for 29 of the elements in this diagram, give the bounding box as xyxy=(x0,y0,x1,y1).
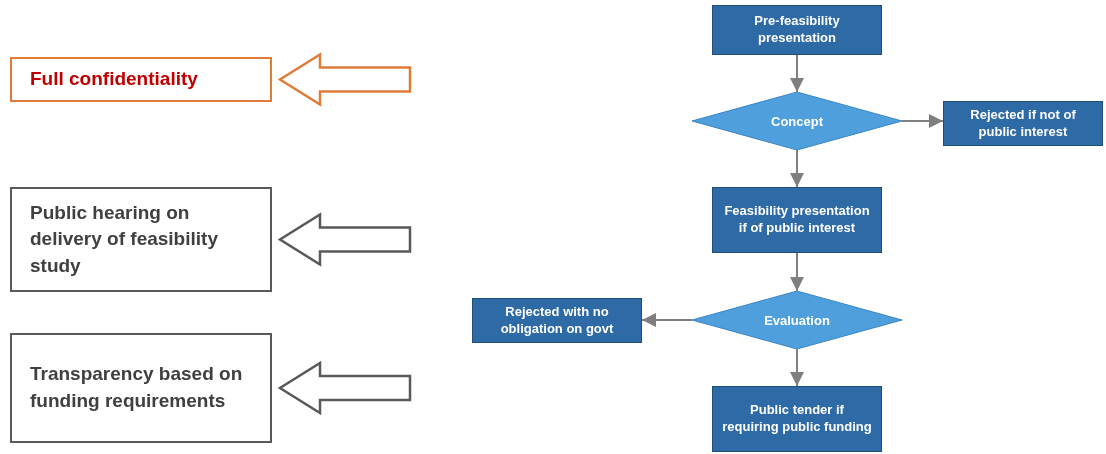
process-box xyxy=(712,386,882,452)
arrow xyxy=(790,149,804,188)
arrow xyxy=(641,313,693,327)
process-box xyxy=(10,333,272,443)
process-box xyxy=(472,298,642,343)
process-box xyxy=(712,5,882,55)
node-text: Full confidentiality xyxy=(30,67,198,92)
block-arrow xyxy=(277,52,412,107)
process-box xyxy=(943,101,1103,146)
arrow xyxy=(790,54,804,93)
node-text: Rejected if not of public interest xyxy=(969,106,1077,141)
node-text: Rejected with no obligation on govt xyxy=(499,303,615,338)
node-text: Feasibility presentation if of public interest xyxy=(723,203,871,237)
arrow xyxy=(790,252,804,292)
decision-diamond xyxy=(692,92,902,150)
node-text: Pre-feasibility presentation xyxy=(753,13,841,47)
decision-diamond xyxy=(692,291,902,349)
process-box xyxy=(712,187,882,253)
arrow xyxy=(901,114,944,128)
node-text: Public hearing on delivery of feasibility study xyxy=(30,200,219,278)
node-text: Evaluation xyxy=(764,312,830,328)
node-text: Transparency based on funding requirements xyxy=(30,362,244,413)
node-text: Concept xyxy=(771,113,823,129)
block-arrow xyxy=(277,360,412,416)
block-arrow xyxy=(277,212,412,267)
process-box xyxy=(10,187,272,292)
process-box xyxy=(10,57,272,102)
arrow xyxy=(790,348,804,387)
node-text: Public tender if requiring public funding xyxy=(721,402,873,436)
